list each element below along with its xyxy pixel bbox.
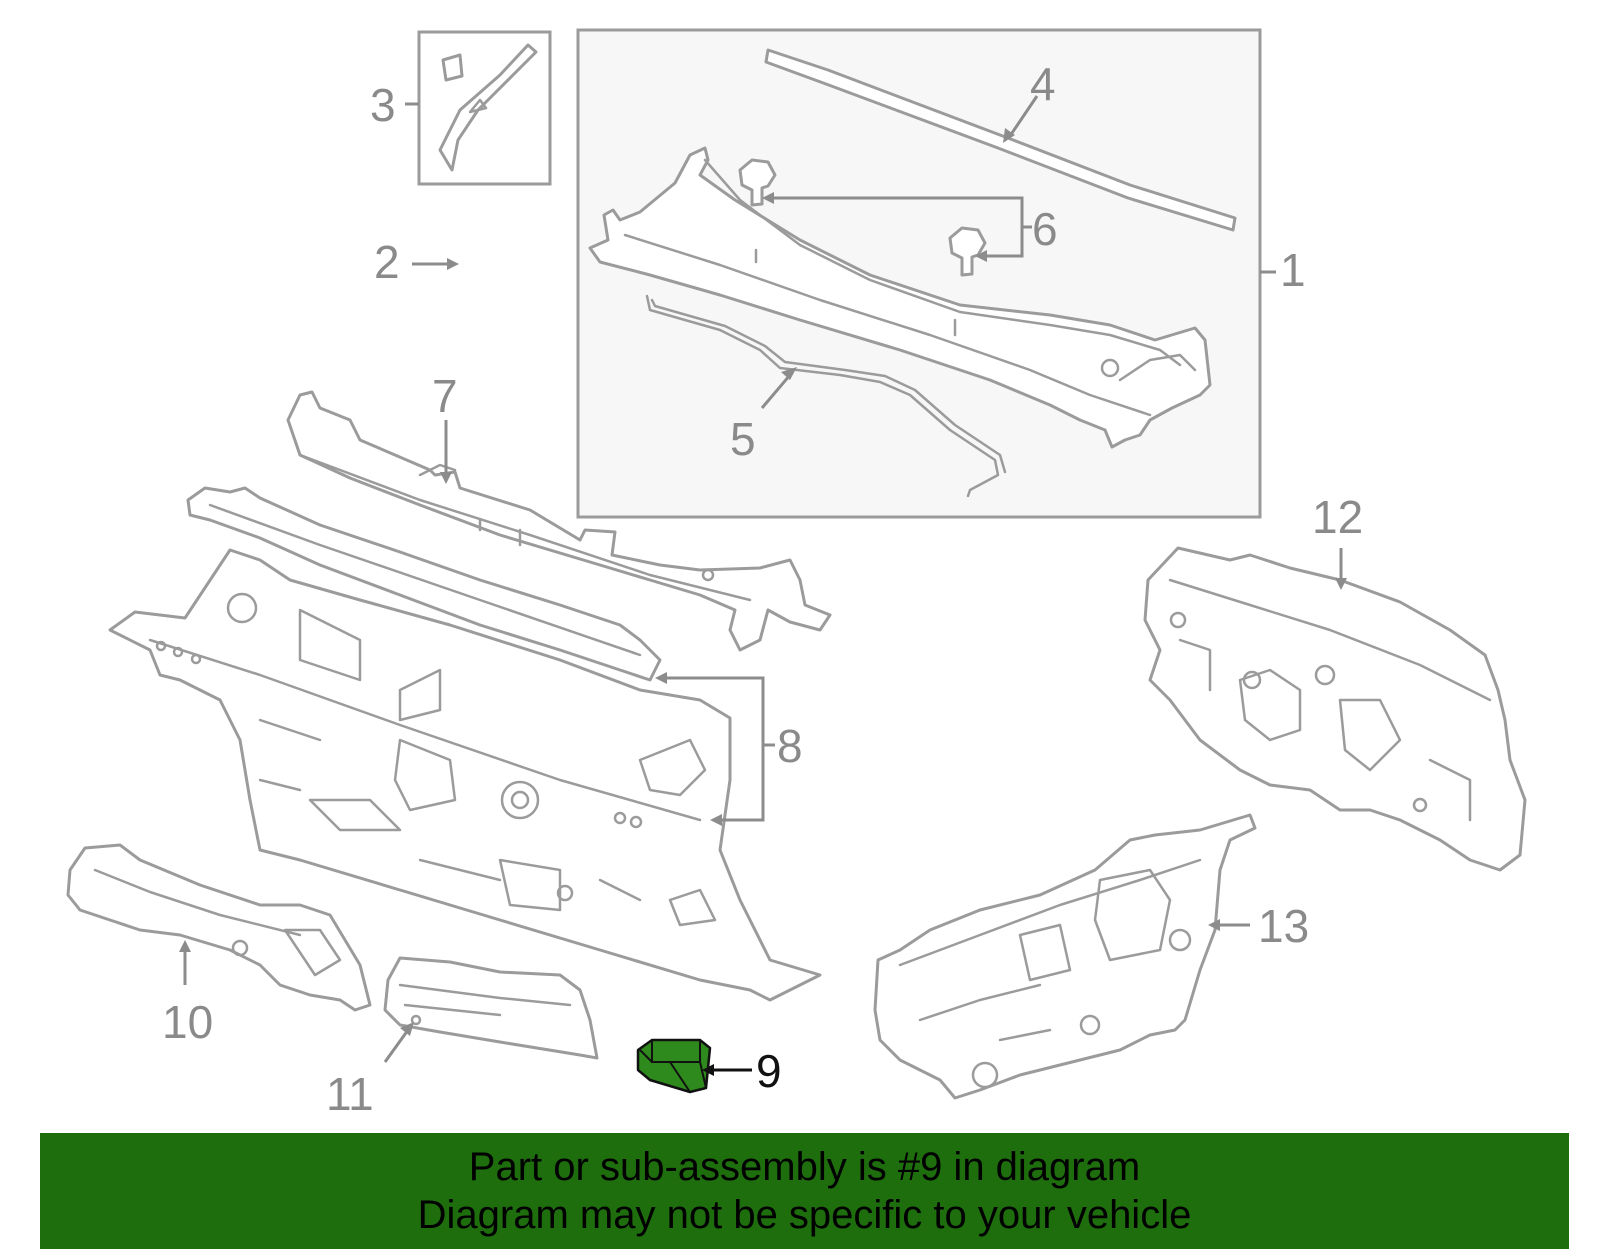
callout-6: 6 xyxy=(1032,203,1058,255)
callout-8: 8 xyxy=(777,720,803,772)
part-9-shape xyxy=(636,1038,712,1094)
leader-lines xyxy=(183,95,1343,1072)
part-info-banner: Part or sub-assembly is #9 in diagram Di… xyxy=(40,1133,1569,1249)
part-5-shape xyxy=(645,294,1007,498)
part-10-shape xyxy=(66,843,372,1012)
part-7-shape xyxy=(286,390,832,652)
part-3-box xyxy=(417,30,552,186)
part-3-shape xyxy=(438,43,538,172)
callout-12: 12 xyxy=(1312,491,1363,543)
part-13-shape xyxy=(873,813,1257,1100)
part-8-shape xyxy=(108,486,822,1002)
banner-line-2: Diagram may not be specific to your vehi… xyxy=(417,1193,1192,1237)
callout-9: 9 xyxy=(756,1045,782,1097)
callout-13: 13 xyxy=(1258,900,1309,952)
part-6-shape xyxy=(738,158,987,277)
callout-10: 10 xyxy=(162,996,213,1048)
callout-7: 7 xyxy=(432,370,458,422)
part-4-shape xyxy=(764,48,1237,232)
banner-line-1: Part or sub-assembly is #9 in diagram xyxy=(468,1145,1141,1189)
callout-5: 5 xyxy=(730,413,756,465)
part-1-shape xyxy=(588,146,1212,449)
callout-3: 3 xyxy=(370,79,396,131)
part-11-shape xyxy=(383,956,599,1060)
callout-4: 4 xyxy=(1030,58,1056,110)
callout-2: 2 xyxy=(374,236,400,288)
callout-11: 11 xyxy=(326,1068,374,1120)
leader-arrowheads xyxy=(179,128,1347,1076)
callout-1: 1 xyxy=(1280,244,1306,296)
part-12-shape xyxy=(1143,546,1527,872)
